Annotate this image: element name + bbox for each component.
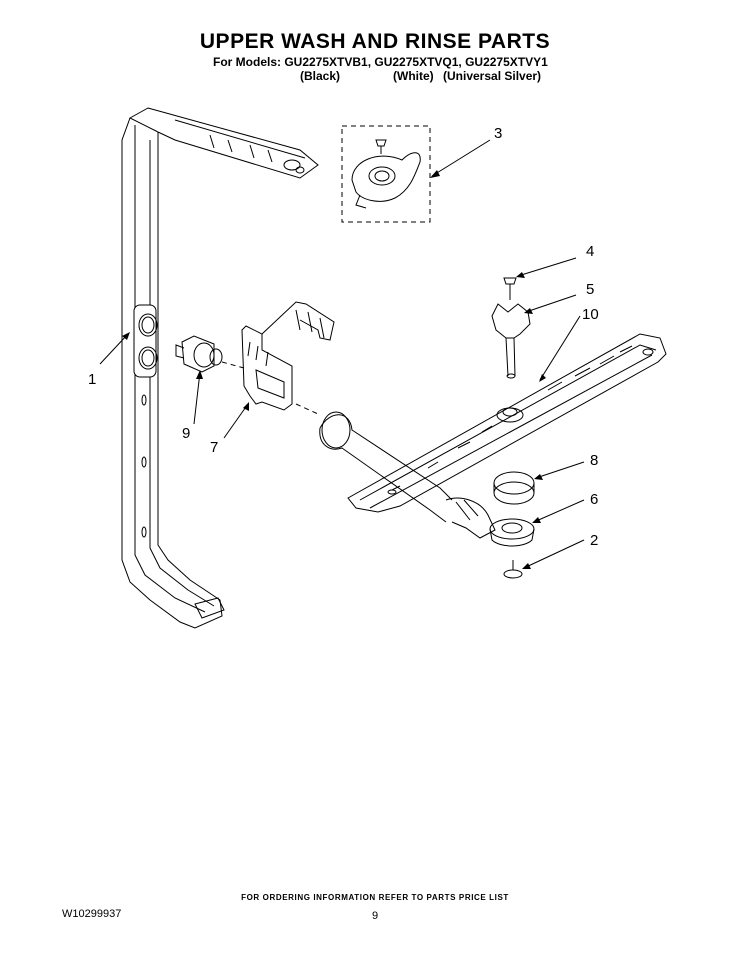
callout-8: 8 [590, 452, 598, 469]
leader-lines [99, 139, 585, 569]
document-number: W10299937 [62, 908, 122, 920]
ordering-note: FOR ORDERING INFORMATION REFER TO PARTS … [241, 893, 509, 902]
color-white: (White) [393, 69, 434, 83]
callout-4: 4 [586, 243, 594, 260]
color-universal-silver: (Universal Silver) [443, 69, 542, 83]
bearing-part [175, 335, 223, 373]
color-black: (Black) [300, 69, 341, 83]
bracket-part [241, 301, 335, 411]
feed-pipe-part [319, 411, 496, 539]
models-line: For Models: GU2275XTVB1, GU2275XTVQ1, GU… [213, 55, 548, 69]
screw-part [503, 277, 517, 300]
bearing-ring-part [489, 518, 535, 547]
mount-part [491, 303, 531, 379]
callout-1: 1 [88, 371, 96, 388]
spray-arm-part [347, 333, 667, 513]
supply-tube-part [121, 107, 319, 629]
seal-ring-part [493, 471, 535, 505]
callout-2: 2 [590, 532, 598, 549]
hub-assembly-part [341, 125, 431, 223]
callout-5: 5 [586, 281, 594, 298]
retainer-screw-part [503, 560, 523, 579]
callout-9: 9 [182, 425, 190, 442]
page-number: 9 [372, 910, 379, 922]
page-title: UPPER WASH AND RINSE PARTS [199, 30, 551, 53]
arrowheads [122, 170, 546, 569]
callout-3: 3 [494, 125, 502, 142]
callout-6: 6 [590, 491, 598, 508]
callout-7: 7 [210, 439, 218, 456]
callout-10: 10 [582, 306, 599, 323]
